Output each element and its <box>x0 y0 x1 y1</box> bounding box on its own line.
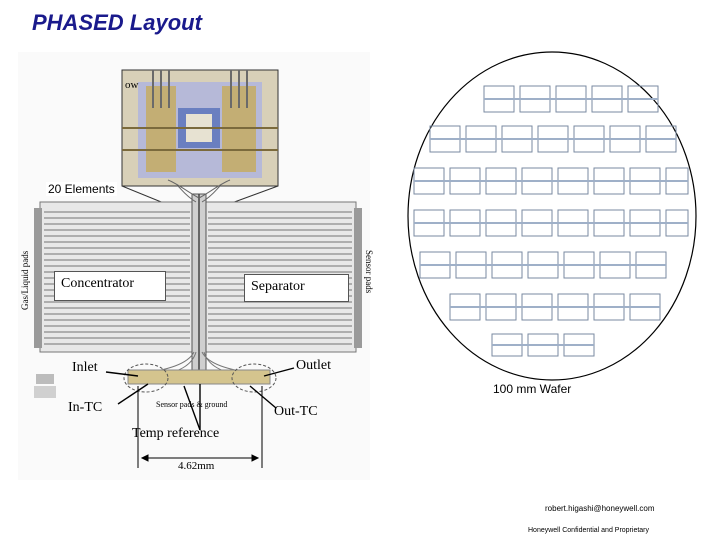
out-tc-label: Out-TC <box>274 404 318 419</box>
layout-drawing <box>18 52 370 480</box>
zoom-inset-fragment-label: ow <box>125 79 139 91</box>
gas-liquid-pads-label: Gas/Liquid pads <box>20 250 30 310</box>
outlet-label: Outlet <box>296 358 331 373</box>
wafer-figure <box>400 46 704 386</box>
elements-count-label: 20 Elements <box>46 182 117 196</box>
wafer-label: 100 mm Wafer <box>493 382 572 396</box>
in-tc-label: In-TC <box>68 400 103 415</box>
separator-label: Separator <box>244 274 349 302</box>
zoom-inset <box>121 69 279 187</box>
center-note-label: Sensor pads & ground <box>156 400 228 409</box>
slide-title: PHASED Layout <box>32 10 202 35</box>
contact-email: robert.higashi@honeywell.com <box>545 504 655 513</box>
temp-reference-label: Temp reference <box>132 426 220 441</box>
dimension-label: 4.62mm <box>178 460 215 472</box>
small-logo-mark <box>34 374 56 398</box>
concentrator-label: Concentrator <box>54 271 166 301</box>
inlet-label: Inlet <box>72 360 98 375</box>
confidentiality-notice: Honeywell Confidential and Proprietary <box>528 527 650 534</box>
wafer-drawing <box>407 51 697 381</box>
sensor-pads-label: Sensor pads <box>364 250 374 294</box>
device-layout-figure: ow 20 Elements Concentrator Separator Ga… <box>18 52 374 480</box>
